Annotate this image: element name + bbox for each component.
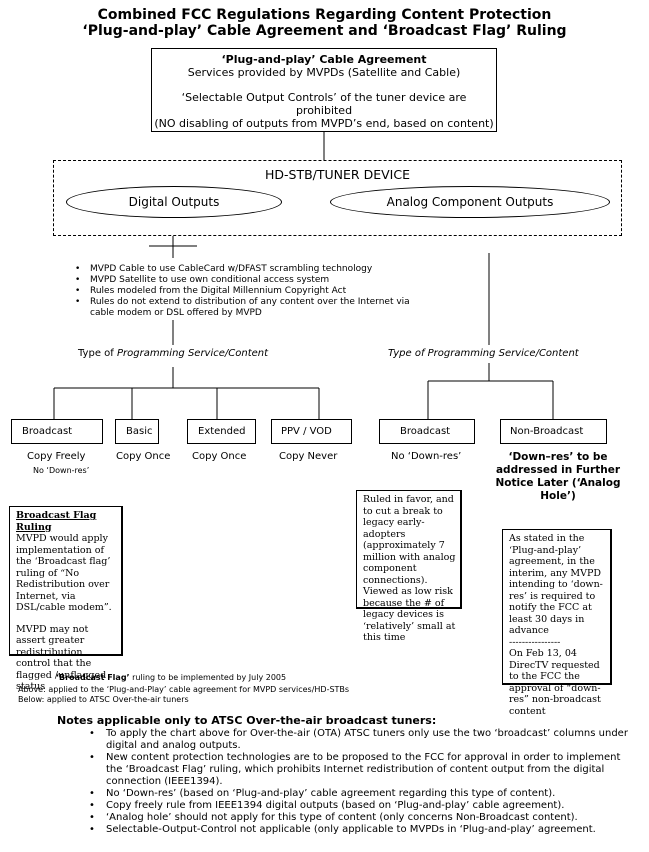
box-label: Non-Broadcast: [510, 426, 584, 437]
box-label: Broadcast: [400, 426, 451, 437]
list-item: To apply the chart above for Over-the-ai…: [86, 728, 638, 752]
diagram-title: Combined FCC Regulations Regarding Conte…: [97, 7, 552, 23]
digital-broadcast-box: Broadcast: [11, 419, 103, 444]
analog-broadcast-box: Broadcast: [379, 419, 475, 444]
digital-rules-list: MVPD Cable to use CableCard w/DFAST scra…: [72, 264, 412, 319]
analog-nonbroadcast-box: Non-Broadcast: [500, 419, 607, 444]
notes-heading: Notes applicable only to ATSC Over-the-a…: [57, 714, 437, 727]
digital-outputs-label: Digital Outputs: [128, 195, 220, 209]
digital-type-label: Type of Programming Service/Content: [78, 348, 268, 359]
list-item: Copy freely rule from IEEE1394 digital o…: [86, 800, 638, 812]
nonbroadcast-note-para1: As stated in the ‘Plug-and-play’ agreeme…: [509, 533, 603, 636]
extended-copy-rule: Copy Once: [192, 451, 247, 462]
broadcast-flag-para1: MVPD would apply implementation of the ‘…: [16, 533, 112, 613]
footnote-line1: ‘Broadcast Flag’ ruling to be implemente…: [56, 673, 286, 682]
digital-ppv-vod-box: PPV / VOD: [271, 419, 352, 444]
list-item: Rules do not extend to distribution of a…: [72, 297, 412, 319]
analog-outputs-ellipse: Analog Component Outputs: [330, 186, 610, 218]
digital-basic-box: Basic: [115, 419, 159, 444]
nonbroadcast-note-box: As stated in the ‘Plug-and-play’ agreeme…: [502, 529, 612, 717]
list-item: Selectable-Output-Control not applicable…: [86, 824, 638, 836]
plug-and-play-heading: ‘Plug-and-play’ Cable Agreement: [221, 53, 427, 66]
plug-and-play-line3: (NO disabling of outputs from MVPD’s end…: [154, 117, 494, 130]
plug-and-play-box: ‘Plug-and-play’ Cable Agreement Services…: [151, 48, 497, 132]
list-item: Rules modeled from the Digital Millenniu…: [72, 286, 412, 297]
list-item: MVPD Satellite to use own conditional ac…: [72, 275, 412, 286]
list-item: ‘Analog hole’ should not apply for this …: [86, 812, 638, 824]
broadcast-copy-rule: Copy Freely: [27, 451, 86, 462]
hd-stb-device-box: HD-STB/TUNER DEVICE: [53, 160, 622, 236]
ppv-copy-rule: Copy Never: [279, 451, 338, 462]
basic-copy-rule: Copy Once: [116, 451, 171, 462]
broadcast-flag-box: Broadcast Flag Ruling MVPD would apply i…: [9, 506, 123, 692]
notes-list: To apply the chart above for Over-the-ai…: [86, 728, 638, 836]
analog-broadcast-note-box: Ruled in favor, and to cut a break to le…: [356, 490, 462, 643]
diagram-subtitle: ‘Plug-and-play’ Cable Agreement and ‘Bro…: [82, 23, 567, 39]
plug-and-play-line1: Services provided by MVPDs (Satellite an…: [187, 66, 461, 79]
analog-nonbroadcast-downres: ‘Down–res’ to be addressed in Further No…: [495, 451, 621, 502]
broadcast-flag-para2: MVPD may not assert greater redistributi…: [16, 623, 107, 693]
box-label: Broadcast: [22, 426, 73, 437]
analog-broadcast-downres: No ‘Down-res’: [391, 451, 462, 462]
digital-extended-box: Extended: [187, 419, 256, 444]
footnote-line3: Below: applied to ATSC Over-the-air tune…: [18, 695, 189, 704]
list-item: New content protection technologies are …: [86, 752, 638, 788]
nonbroadcast-note-para2: On Feb 13, 04 DirecTV requested to the F…: [509, 648, 601, 717]
box-label: Extended: [198, 426, 246, 437]
list-item: MVPD Cable to use CableCard w/DFAST scra…: [72, 264, 412, 275]
analog-type-label: Type of Programming Service/Content: [388, 348, 579, 359]
analog-broadcast-note: Ruled in favor, and to cut a break to le…: [363, 494, 456, 643]
device-title: HD-STB/TUNER DEVICE: [265, 167, 410, 182]
box-label: Basic: [126, 426, 153, 437]
analog-outputs-label: Analog Component Outputs: [386, 195, 554, 209]
type-label-italic: Programming Service/Content: [116, 348, 269, 359]
type-label-prefix: Type of: [78, 348, 117, 359]
footnote-rest: ruling to be implemented by July 2005: [129, 673, 287, 682]
footnote-bold: ‘Broadcast Flag’: [56, 673, 130, 682]
list-item: No ‘Down-res’ (based on ‘Plug-and-play’ …: [86, 788, 638, 800]
broadcast-downres-rule: No ‘Down-res’: [33, 466, 90, 475]
footnote-line2: Above: applied to the ‘Plug-and-Play’ ca…: [18, 685, 350, 694]
digital-outputs-ellipse: Digital Outputs: [66, 186, 282, 218]
box-label: PPV / VOD: [281, 426, 332, 437]
broadcast-flag-heading: Broadcast Flag Ruling: [16, 510, 97, 533]
nonbroadcast-note-divider: ----------------: [509, 636, 561, 648]
plug-and-play-line2: ‘Selectable Output Controls’ of the tune…: [181, 91, 467, 117]
